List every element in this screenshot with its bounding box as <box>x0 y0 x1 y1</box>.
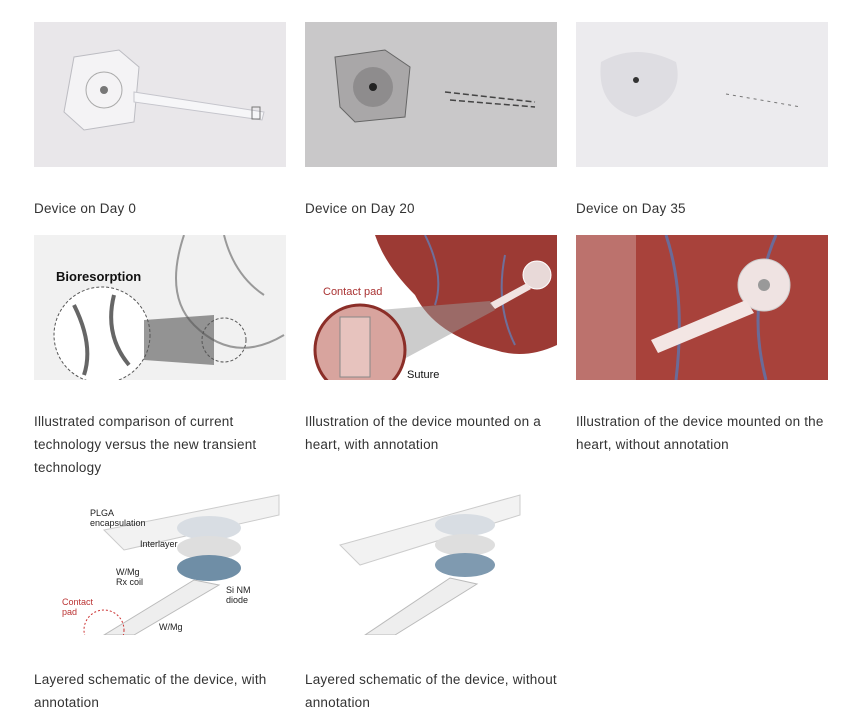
gallery-item-heart-annotated[interactable]: Contact pad Suture Illustration of the d… <box>305 235 557 452</box>
wmg-trace-label: W/Mg <box>159 622 183 632</box>
gallery-item-schematic-annotated[interactable]: PLGA encapsulation Interlayer W/Mg Rx co… <box>34 490 286 710</box>
gallery-item-comparison[interactable]: Bioresorption Illustrated comparison of … <box>34 235 286 475</box>
caption: Illustrated comparison of current techno… <box>34 414 257 475</box>
caption: Device on Day 0 <box>34 201 137 216</box>
caption: Layered schematic of the device, with an… <box>34 672 267 710</box>
caption: Illustration of the device mounted on th… <box>576 414 824 452</box>
gallery-item-day-35[interactable]: Device on Day 35 <box>576 22 828 216</box>
wmg-coil-label: W/Mg <box>116 567 140 577</box>
device-day-0-photo[interactable] <box>34 22 286 167</box>
si-nm-label: Si NM <box>226 585 251 595</box>
suture-label: Suture <box>407 369 439 380</box>
plga-label: PLGA <box>90 508 114 518</box>
gallery-item-schematic-plain[interactable]: Layered schematic of the device, without… <box>305 490 557 710</box>
heart-plain-illustration[interactable] <box>576 235 828 380</box>
interlayer-label: Interlayer <box>140 539 178 549</box>
bioresorption-label: Bioresorption <box>56 269 141 284</box>
heart-annotated-illustration[interactable]: Contact pad Suture <box>305 235 557 380</box>
contact-label: Contact <box>62 597 94 607</box>
contact-pad-label: Contact pad <box>323 286 382 298</box>
encapsulation-label: encapsulation <box>90 518 146 528</box>
caption: Device on Day 35 <box>576 201 686 216</box>
gallery-item-day-0[interactable]: Device on Day 0 <box>34 22 286 216</box>
device-day-35-photo[interactable] <box>576 22 828 167</box>
caption: Device on Day 20 <box>305 201 415 216</box>
bioresorption-illustration[interactable]: Bioresorption <box>34 235 286 380</box>
caption: Illustration of the device mounted on a … <box>305 414 541 452</box>
caption: Layered schematic of the device, without… <box>305 672 557 710</box>
gallery-item-day-20[interactable]: Device on Day 20 <box>305 22 557 216</box>
schematic-plain-diagram[interactable] <box>305 490 557 635</box>
gallery-item-heart-plain[interactable]: Illustration of the device mounted on th… <box>576 235 828 452</box>
schematic-annotated-diagram[interactable]: PLGA encapsulation Interlayer W/Mg Rx co… <box>34 490 286 635</box>
pad-label: pad <box>62 607 77 617</box>
device-day-20-photo[interactable] <box>305 22 557 167</box>
diode-label: diode <box>226 595 248 605</box>
rx-coil-label: Rx coil <box>116 577 143 587</box>
